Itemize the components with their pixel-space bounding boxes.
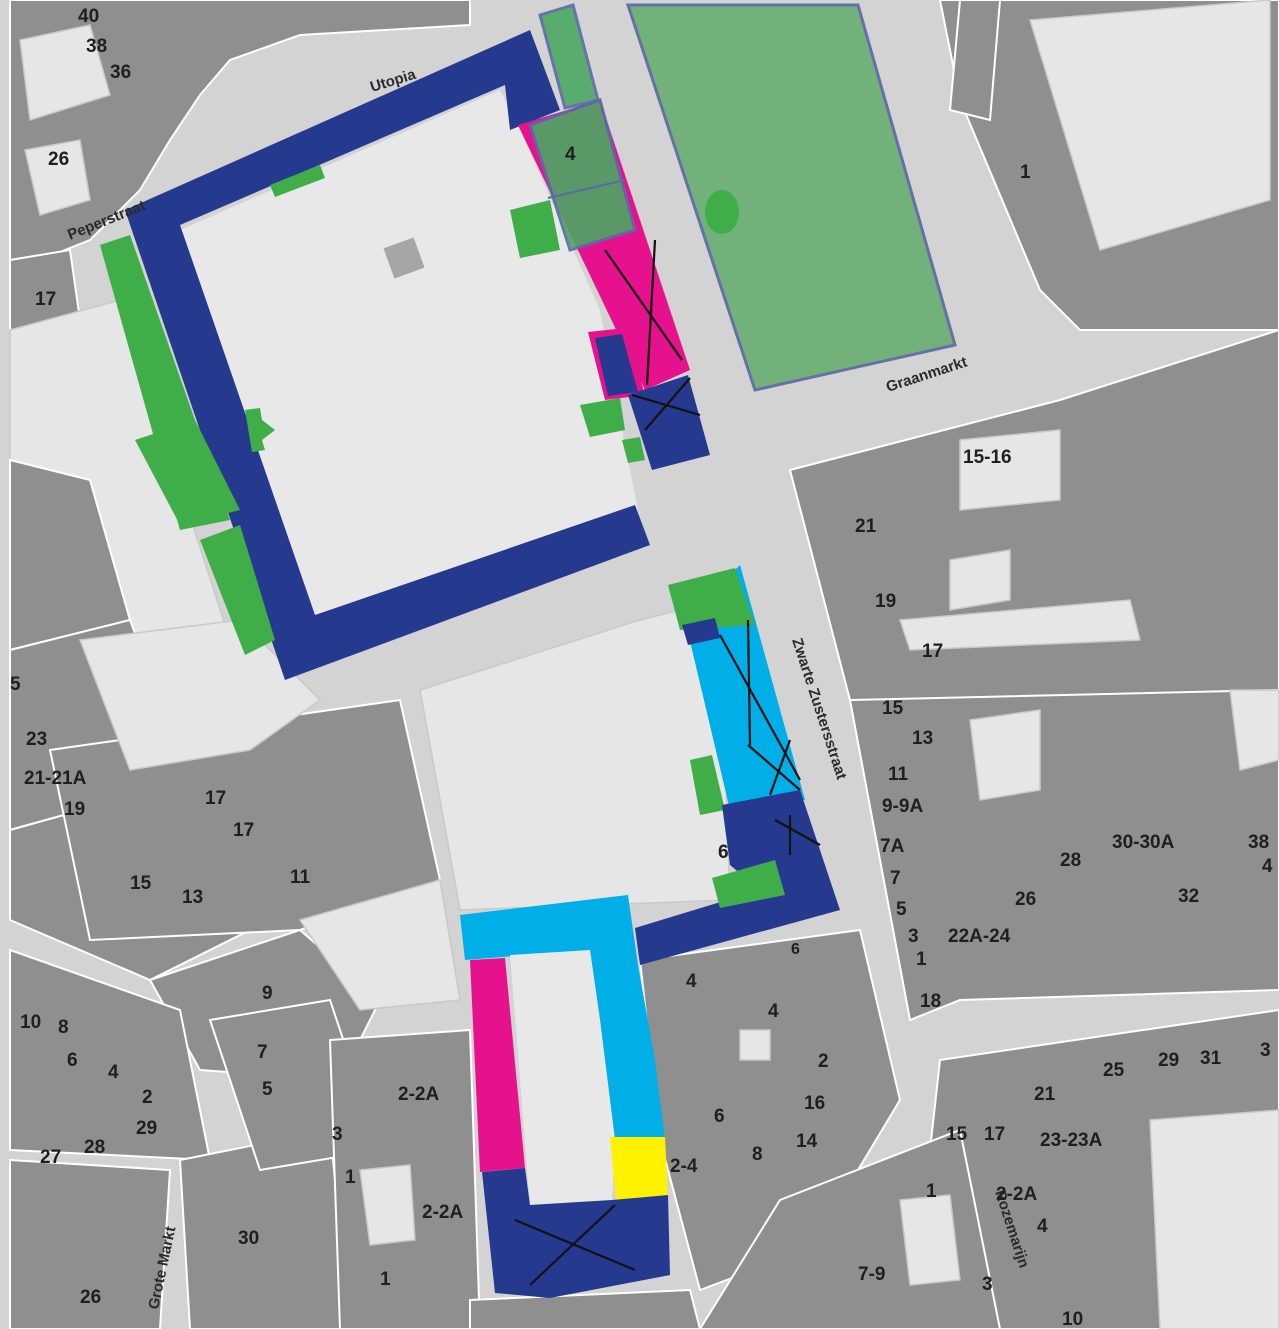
house-number: 19	[64, 799, 85, 820]
house-number: 23	[26, 729, 47, 750]
courtyard-marker	[383, 237, 425, 279]
house-number: 3	[1260, 1040, 1271, 1061]
house-number: 2-2A	[422, 1202, 463, 1223]
navy-building-frame	[125, 30, 650, 680]
house-number: 22A-24	[948, 926, 1011, 947]
house-number: 5	[896, 899, 907, 920]
house-number: 1	[926, 1181, 937, 1202]
house-number: 29	[1158, 1050, 1179, 1071]
house-number: 1	[916, 949, 927, 970]
house-number: 13	[912, 728, 933, 749]
house-number: 26	[48, 149, 69, 170]
house-number: 6	[714, 1106, 725, 1127]
house-number: 5	[262, 1079, 273, 1100]
house-number: 4	[686, 971, 697, 992]
house-number: 17	[233, 820, 254, 841]
house-number: 17	[35, 289, 56, 310]
house-number: 11	[888, 764, 909, 785]
house-number: 9	[262, 983, 273, 1004]
house-number: 15-16	[963, 447, 1012, 468]
house-number: 21	[855, 516, 877, 537]
house-number: 19	[875, 591, 896, 612]
house-number: 28	[1060, 850, 1081, 871]
house-number: 3	[908, 926, 919, 947]
house-number: 31	[1200, 1048, 1222, 1069]
house-number: 17	[984, 1124, 1005, 1145]
house-number: 15	[946, 1124, 968, 1145]
house-number: 10	[20, 1012, 41, 1033]
house-number: 26	[80, 1287, 101, 1308]
house-number: 8	[58, 1017, 69, 1038]
house-number: 36	[110, 62, 131, 83]
house-number: 1	[345, 1167, 356, 1188]
house-number: 7-9	[858, 1264, 885, 1285]
house-number: 27	[40, 1147, 61, 1168]
house-number: 2-4	[670, 1156, 698, 1177]
house-number: 28	[84, 1137, 105, 1158]
house-number: 15	[882, 698, 904, 719]
house-number: 25	[1103, 1060, 1125, 1081]
house-number: 9-9A	[882, 796, 923, 817]
house-number: 23-23A	[1040, 1130, 1103, 1151]
house-number: 10	[1062, 1309, 1083, 1329]
green-field-area	[625, 3, 957, 392]
house-number: 14	[796, 1131, 818, 1152]
house-number: 26	[1015, 889, 1036, 910]
house-number: 2-2A	[996, 1184, 1037, 1205]
house-number: 6	[67, 1050, 78, 1071]
house-number: 7A	[880, 836, 905, 857]
house-number: 4	[108, 1062, 119, 1083]
house-number: 4	[1037, 1216, 1048, 1237]
house-number: 2	[142, 1087, 153, 1108]
house-number: 40	[78, 6, 99, 27]
house-number: 7	[257, 1042, 268, 1063]
house-number: 32	[1178, 886, 1199, 907]
house-number: 30-30A	[1112, 832, 1175, 853]
house-number: 8	[752, 1144, 763, 1165]
house-number: 13	[182, 887, 203, 908]
house-number: 21	[1034, 1084, 1056, 1105]
house-number: 29	[136, 1118, 157, 1139]
house-number: 38	[86, 36, 107, 57]
house-number: 6	[718, 842, 729, 863]
base-buildings	[9, 0, 1279, 1329]
house-number: 4	[768, 1001, 779, 1022]
house-number: 2-2A	[398, 1084, 439, 1105]
house-number: 4	[565, 144, 576, 165]
house-number: 30	[238, 1228, 259, 1249]
house-number: 2	[818, 1051, 829, 1072]
house-number: 11	[290, 867, 311, 888]
plan-overlay	[100, 3, 957, 1298]
house-number: 15	[130, 873, 152, 894]
house-number: 4	[1262, 856, 1273, 877]
house-number: 5	[10, 674, 21, 695]
house-number: 3	[332, 1124, 343, 1145]
house-number: 1	[1020, 162, 1031, 183]
house-number: 6	[791, 941, 800, 958]
house-number: 38	[1248, 832, 1269, 853]
house-number: 1	[380, 1269, 391, 1290]
house-number: 17	[922, 641, 943, 662]
house-number: 21-21A	[24, 768, 87, 789]
house-number-labels: 40 38 36 26 17 4 1 15-16 21 19 17 15 13 …	[10, 6, 1273, 1329]
house-number: 16	[804, 1093, 825, 1114]
house-number: 7	[890, 868, 901, 889]
house-number: 18	[920, 991, 941, 1012]
house-number: 17	[205, 788, 226, 809]
house-number: 3	[982, 1274, 993, 1295]
